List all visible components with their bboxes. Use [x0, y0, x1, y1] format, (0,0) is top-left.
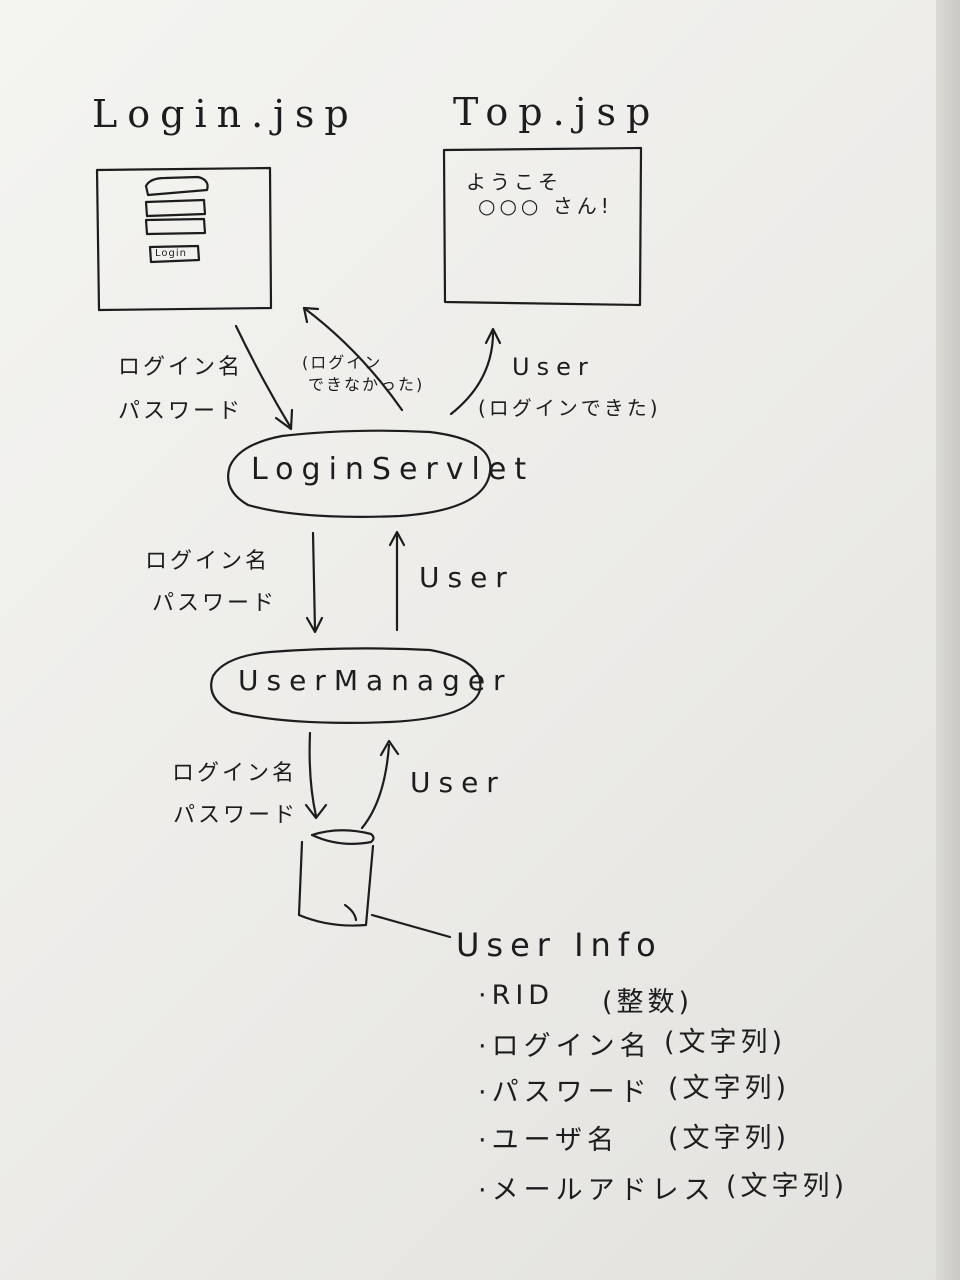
welcome-line-1: ようこそ	[466, 170, 562, 194]
userinfo-title: User Info	[456, 926, 663, 964]
arrow-servlet-to-top	[449, 328, 495, 416]
flow-user-label-3: User	[410, 766, 506, 799]
flow-password-label-2: パスワード	[152, 591, 278, 616]
login-input-3	[144, 217, 207, 236]
welcome-line-2: ○○○ さん!	[478, 194, 613, 218]
userinfo-field-type: (文字列)	[664, 1027, 787, 1058]
arrow-servlet-to-manager	[311, 531, 317, 632]
userinfo-field-name: ·パスワード	[478, 1077, 652, 1108]
flow-login-name-label-3: ログイン名	[172, 761, 298, 786]
userinfo-field-type: (文字列)	[668, 1073, 791, 1104]
userinfo-field-name: ·ユーザ名	[478, 1125, 620, 1156]
userinfo-field-name: ·ログイン名	[478, 1031, 652, 1062]
flow-password-label: パスワード	[118, 399, 244, 424]
userinfo-field-type: (整数)	[602, 987, 694, 1018]
loginservlet-label: LoginServlet	[251, 452, 535, 487]
top-page-title: Top.jsp	[453, 90, 661, 134]
userinfo-field-type: (文字列)	[668, 1123, 791, 1154]
arrow-login-to-servlet	[234, 324, 293, 430]
login-input-2	[144, 198, 207, 218]
db-to-userinfo-line	[370, 913, 452, 939]
database-cylinder	[297, 829, 375, 927]
userinfo-field-name: ·メールアドレス	[478, 1175, 716, 1206]
flow-user-label-2: User	[419, 561, 515, 594]
arrow-servlet-to-login	[302, 306, 404, 412]
login-button-label: Login	[155, 248, 187, 259]
arrow-manager-to-db	[308, 731, 318, 818]
flow-password-label-3: パスワード	[173, 803, 299, 828]
login-page-box	[95, 166, 273, 312]
flow-login-name-label: ログイン名	[118, 355, 244, 380]
paper-edge-shadow	[936, 0, 960, 1280]
login-page-title: Login.jsp	[92, 92, 359, 136]
usermanager-label: UserManager	[238, 664, 513, 697]
arrow-db-to-manager	[360, 743, 391, 830]
login-input-1	[144, 175, 209, 197]
userinfo-field-type: (文字列)	[726, 1171, 849, 1202]
top-page-box	[442, 146, 643, 307]
flow-user-label: User	[512, 353, 595, 381]
flow-failed-line-2: できなかった)	[308, 375, 425, 394]
login-button-box	[148, 244, 201, 264]
usermanager-ellipse	[210, 647, 482, 724]
flow-failed-line-1: (ログイン	[302, 353, 383, 372]
loginservlet-ellipse	[227, 429, 492, 518]
flow-success-label: (ログインできた)	[478, 396, 661, 420]
userinfo-field-name: ·RID	[478, 980, 555, 1011]
flow-login-name-label-2: ログイン名	[145, 549, 271, 574]
